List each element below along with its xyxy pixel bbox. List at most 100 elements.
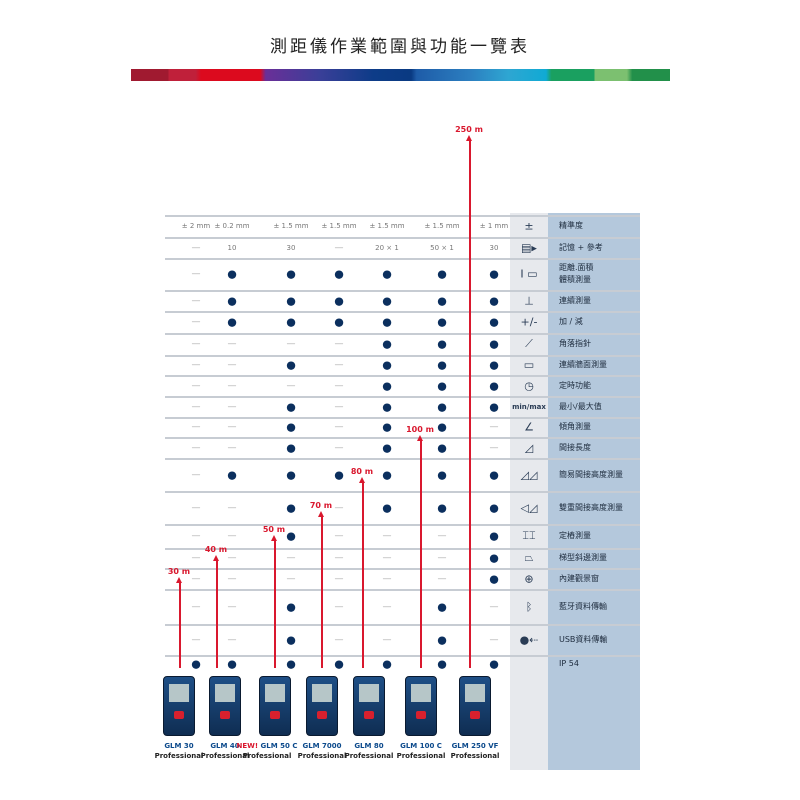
- table-cell: ± 1.5 mm: [273, 222, 309, 230]
- device-button: [270, 711, 280, 719]
- table-cell: ●: [489, 551, 499, 565]
- table-cell: ●: [334, 294, 344, 307]
- table-cell: ●: [286, 420, 296, 434]
- table-cell: ●: [286, 315, 296, 329]
- table-cell: ●: [382, 420, 392, 434]
- range-label: 250 m: [455, 125, 483, 134]
- table-cell: —: [191, 360, 201, 370]
- simple-indirect-height-icon: ◿◿: [520, 468, 538, 481]
- range-arrow: [213, 555, 219, 668]
- table-cell: —: [227, 360, 237, 370]
- table-cell: ●: [489, 572, 499, 585]
- feature-label: 傾角測量: [559, 422, 591, 431]
- table-cell: —: [191, 401, 201, 412]
- table-cell: —: [191, 634, 201, 645]
- continuous-measure-icon: ⊥: [524, 294, 534, 307]
- table-cell: ●: [489, 400, 499, 413]
- table-cell: —: [227, 380, 237, 391]
- feature-label: 內建觀景窗: [559, 573, 599, 583]
- table-cell: ●: [382, 294, 392, 307]
- table-cell: —: [437, 531, 447, 541]
- table-cell: ●: [382, 379, 392, 392]
- table-cell: ●: [437, 294, 447, 307]
- row-divider: [165, 458, 640, 460]
- table-cell: —: [334, 380, 344, 391]
- table-cell: ●: [489, 657, 499, 670]
- table-cell: —: [489, 634, 499, 645]
- table-cell: —: [191, 317, 201, 327]
- table-cell: —: [191, 380, 201, 391]
- feature-label: 藍牙資料傳輸: [559, 601, 607, 611]
- table-cell: —: [489, 442, 499, 453]
- product-line: Professional: [450, 752, 500, 760]
- table-cell: —: [191, 469, 201, 480]
- table-cell: —: [227, 601, 237, 612]
- table-cell: —: [227, 401, 237, 412]
- table-cell: —: [286, 380, 296, 391]
- table-cell: ●: [382, 267, 392, 281]
- table-cell: ●: [286, 501, 296, 514]
- feature-label: 梯型斜邊測量: [559, 553, 607, 562]
- feature-label: 最小/最大值: [559, 401, 602, 411]
- table-cell: 50 × 1: [430, 243, 454, 252]
- product-line: Professional: [200, 752, 250, 760]
- table-cell: ●: [227, 294, 237, 307]
- range-arrow: [318, 511, 324, 668]
- row-divider: [165, 491, 640, 493]
- table-cell: —: [489, 422, 499, 432]
- row-divider: [165, 355, 640, 357]
- range-label: 100 m: [406, 425, 434, 434]
- product-image: [405, 676, 437, 736]
- table-cell: ●: [489, 294, 499, 307]
- table-cell: —: [227, 442, 237, 453]
- row-divider: [165, 375, 640, 377]
- table-cell: —: [227, 634, 237, 645]
- model-name: GLM 50 C: [260, 742, 298, 750]
- device-screen: [411, 684, 431, 702]
- device-screen: [265, 684, 285, 702]
- row-divider: [165, 589, 640, 591]
- model-name: GLM 30: [164, 742, 194, 750]
- table-cell: ●: [334, 267, 344, 281]
- table-cell: ●: [437, 468, 447, 481]
- table-cell: —: [191, 269, 201, 279]
- table-cell: ± 1.5 mm: [321, 222, 357, 230]
- range-arrow: [466, 135, 472, 668]
- area-volume-icon: I ▭: [520, 267, 538, 281]
- table-cell: —: [191, 295, 201, 306]
- row-divider: [165, 258, 640, 260]
- trapezoid-icon: ⏢: [524, 551, 534, 564]
- table-cell: —: [191, 553, 201, 563]
- table-cell: ●: [286, 468, 296, 481]
- feature-label: 角落指針: [559, 339, 591, 348]
- corner-pointer-icon: ⟋: [525, 337, 533, 350]
- model-name: GLM 80: [354, 742, 384, 750]
- table-cell: ●: [437, 657, 447, 670]
- feature-label: 距離.面積 體積測量: [559, 263, 594, 284]
- table-cell: ●: [382, 468, 392, 481]
- table-cell: ●: [489, 468, 499, 481]
- table-cell: ●: [382, 657, 392, 670]
- table-cell: ●: [286, 267, 296, 281]
- table-cell: ●: [227, 657, 237, 670]
- product-line: Professional: [242, 752, 292, 760]
- table-cell: ●: [334, 315, 344, 329]
- table-cell: ●: [489, 358, 499, 372]
- range-arrow: [271, 535, 277, 668]
- table-cell: ●: [437, 501, 447, 514]
- feature-label: 定樁測量: [559, 531, 591, 540]
- row-divider: [165, 311, 640, 313]
- table-cell: ●: [489, 337, 499, 351]
- feature-label: 定時功能: [559, 380, 591, 390]
- timer-icon: ◷: [524, 379, 534, 392]
- feature-label: 加 / 減: [559, 317, 583, 326]
- row-divider: [165, 333, 640, 335]
- table-cell: ●: [437, 600, 447, 613]
- product-line: Professional: [344, 752, 394, 760]
- feature-label: IP 54: [559, 658, 579, 668]
- table-cell: —: [382, 553, 392, 563]
- table-cell: ●: [489, 379, 499, 392]
